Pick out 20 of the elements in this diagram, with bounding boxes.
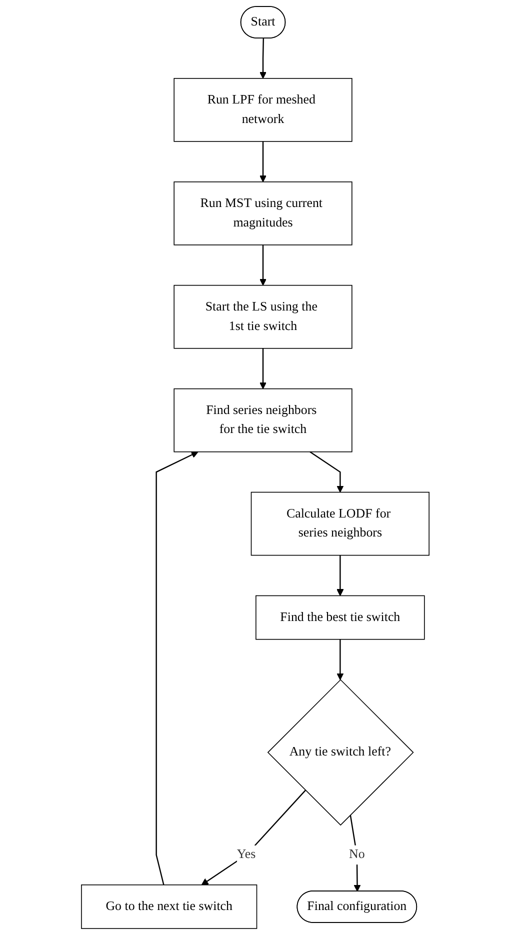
- node-box: Find series neighbors for the tie switch: [174, 388, 353, 452]
- node-diamond: Any tie switch left?: [268, 679, 414, 826]
- node-box: Calculate LODF for series neighbors: [251, 492, 430, 556]
- edge-label: No: [349, 848, 366, 862]
- node-box: Go to the next tie switch: [81, 884, 258, 929]
- node-box: Find the best tie switch: [256, 595, 426, 640]
- node-box: Run LPF for meshed network: [174, 78, 353, 142]
- arrow: [260, 348, 267, 390]
- arrow: [336, 555, 344, 596]
- edge-label: Yes: [237, 848, 256, 862]
- arrow: [260, 244, 267, 286]
- arrow: [336, 639, 344, 680]
- node-box: Run MST using current magnitudes: [174, 181, 353, 246]
- arrow: [260, 38, 267, 79]
- arrow: [350, 814, 362, 892]
- arrow: [310, 451, 344, 493]
- arrow: [202, 790, 306, 886]
- arrow: [156, 451, 199, 886]
- arrow: [260, 141, 267, 182]
- node-box: Start the LS using the 1st tie switch: [174, 284, 353, 349]
